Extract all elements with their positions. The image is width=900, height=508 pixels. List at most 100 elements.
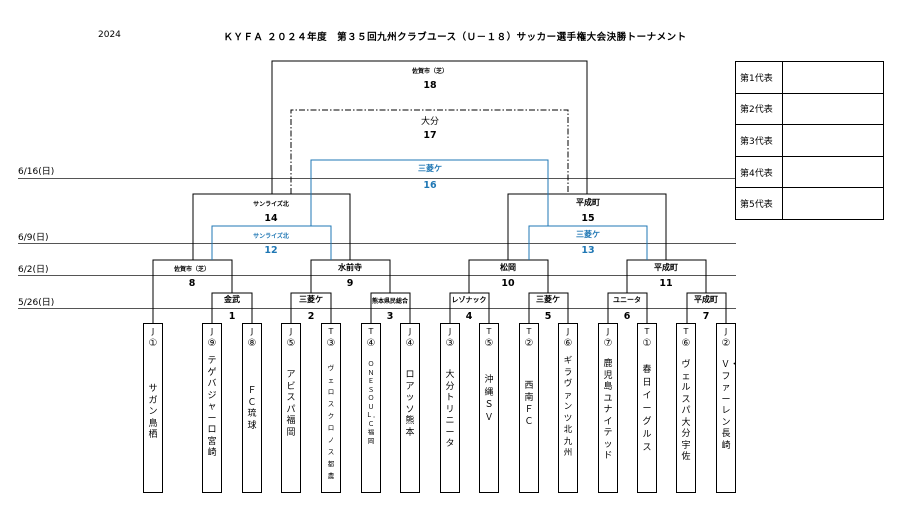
team-seed: ④ bbox=[405, 338, 415, 349]
team-box: T ③ ヴェロスクロノス都農 bbox=[321, 323, 341, 493]
team-box: T ② 西南ＦＣ bbox=[519, 323, 539, 493]
match-16-venue: 三菱ケ bbox=[418, 164, 442, 173]
match-12-number: 12 bbox=[264, 245, 278, 256]
date-line bbox=[18, 308, 736, 309]
representative-row: 第1代表 bbox=[735, 61, 884, 94]
team-box: J ⑦ 鹿児島ユナイテッド bbox=[598, 323, 618, 493]
team-name: テゲバジャーロ宮崎 bbox=[207, 356, 217, 458]
team-seed: ① bbox=[642, 338, 652, 349]
match-2-number: 2 bbox=[307, 311, 315, 322]
bracket-line-m17 bbox=[290, 109, 569, 194]
team-name: 春日イーグルス bbox=[642, 365, 652, 453]
team-name: 西南ＦＣ bbox=[524, 381, 534, 427]
team-box: J ③ 大分トリニータ bbox=[440, 323, 460, 493]
match-2-venue: 三菱ケ bbox=[299, 295, 323, 304]
date-label-round2: 6/2(日) bbox=[18, 265, 49, 275]
team-league: J bbox=[289, 327, 293, 336]
team-seed: ② bbox=[721, 338, 731, 349]
match-7-venue: 平成町 bbox=[694, 295, 718, 304]
team-seed: ⑤ bbox=[484, 338, 494, 349]
match-14-venue: サンライズ北 bbox=[253, 201, 289, 208]
team-seed: ③ bbox=[445, 338, 455, 349]
team-box: J ⑨ テゲバジャーロ宮崎 bbox=[202, 323, 222, 493]
representative-label: 第2代表 bbox=[735, 92, 783, 126]
team-box: J ① サガン鳥栖 bbox=[143, 323, 163, 493]
team-league: T bbox=[683, 327, 689, 336]
match-9-venue: 水前寺 bbox=[338, 263, 362, 272]
team-box: T ⑥ ヴェルスパ大分宇佐 bbox=[676, 323, 696, 493]
match-14-number: 14 bbox=[264, 213, 278, 224]
team-box: T ⑤ 沖縄ＳＶ bbox=[479, 323, 499, 493]
team-league: J bbox=[448, 327, 452, 336]
match-6-number: 6 bbox=[623, 311, 631, 322]
match-3-venue: 熊本県民総合 bbox=[371, 298, 409, 305]
team-seed: ⑤ bbox=[286, 338, 296, 349]
team-name: サガン鳥栖 bbox=[148, 384, 158, 440]
match-13-number: 13 bbox=[581, 245, 595, 256]
team-box: J ⑤ アビスパ福岡 bbox=[281, 323, 301, 493]
match-16-number: 16 bbox=[423, 180, 437, 191]
date-label-final: 6/16(日) bbox=[18, 167, 55, 177]
team-league: J bbox=[566, 327, 570, 336]
team-box: J ⑧ ＦＣ琉球 bbox=[242, 323, 262, 493]
team-seed: ⑥ bbox=[681, 338, 691, 349]
team-league: J bbox=[606, 327, 610, 336]
date-label-round3: 6/9(日) bbox=[18, 233, 49, 243]
team-box: J ② Ｖ・ファーレン長崎 bbox=[716, 323, 740, 493]
bracket-line-m13 bbox=[528, 225, 648, 260]
bracket-line-m18 bbox=[271, 60, 588, 194]
team-name: ＯＮＥＳＯＵＬ．Ｃ福岡 bbox=[366, 360, 379, 445]
representative-value bbox=[782, 187, 884, 220]
team-league: T bbox=[368, 327, 374, 336]
team-name: Ｖ・ファーレン長崎 bbox=[721, 360, 740, 451]
representative-row: 第2代表 bbox=[735, 92, 884, 126]
match-13-venue: 三菱ケ bbox=[576, 230, 600, 239]
match-7-number: 7 bbox=[702, 311, 710, 322]
representative-value bbox=[782, 92, 884, 126]
team-seed: ④ bbox=[366, 338, 376, 349]
representative-row: 第5代表 bbox=[735, 187, 884, 220]
team-name: ＦＣ琉球 bbox=[247, 386, 257, 431]
page-title: ＫＹＦＡ ２０２４年度 第３５回九州クラブユース（Ｕ－１８）サッカー選手権大会決… bbox=[223, 32, 687, 43]
representative-label: 第4代表 bbox=[735, 155, 783, 189]
match-10-number: 10 bbox=[501, 278, 515, 289]
team-name: アビスパ福岡 bbox=[286, 370, 296, 438]
match-4-venue: レゾナック bbox=[451, 296, 487, 304]
team-box: J ⑥ ギラヴァンツ北九州 bbox=[558, 323, 578, 493]
representative-row: 第4代表 bbox=[735, 155, 884, 189]
bracket-line-m16 bbox=[310, 159, 549, 226]
match-1-number: 1 bbox=[228, 311, 236, 322]
match-1-venue: 金武 bbox=[224, 295, 240, 304]
team-seed: ⑥ bbox=[563, 338, 573, 349]
match-3-number: 3 bbox=[386, 311, 394, 322]
team-box: J ④ ロアッソ熊本 bbox=[400, 323, 420, 493]
match-18-venue: 佐賀市（芝） bbox=[411, 68, 449, 75]
team-seed: ② bbox=[524, 338, 534, 349]
team-seed: ① bbox=[148, 338, 158, 349]
team-league: T bbox=[486, 327, 492, 336]
bracket-line-m12 bbox=[211, 225, 332, 260]
match-15-venue: 平成町 bbox=[576, 198, 600, 207]
match-17-number: 17 bbox=[423, 130, 437, 141]
team-seed: ⑦ bbox=[603, 338, 613, 349]
match-6-venue: ユニータ bbox=[613, 296, 641, 304]
team-league: T bbox=[526, 327, 532, 336]
team-name: ギラヴァンツ北九州 bbox=[563, 356, 573, 458]
match-4-number: 4 bbox=[465, 311, 473, 322]
representative-label: 第3代表 bbox=[735, 124, 783, 157]
representative-value bbox=[782, 61, 884, 94]
representative-label: 第1代表 bbox=[735, 61, 783, 94]
team-name: 大分トリニータ bbox=[445, 370, 455, 449]
match-8-number: 8 bbox=[188, 278, 196, 289]
date-line bbox=[18, 243, 736, 244]
team-box: T ① 春日イーグルス bbox=[637, 323, 657, 493]
match-11-number: 11 bbox=[659, 278, 673, 289]
representatives-table: 第1代表 第2代表 第3代表 第4代表 第5代表 bbox=[735, 61, 884, 220]
team-league: T bbox=[328, 327, 334, 336]
team-league: T bbox=[644, 327, 650, 336]
representative-value bbox=[782, 155, 884, 189]
match-5-number: 5 bbox=[544, 311, 552, 322]
team-name: 沖縄ＳＶ bbox=[484, 375, 494, 423]
